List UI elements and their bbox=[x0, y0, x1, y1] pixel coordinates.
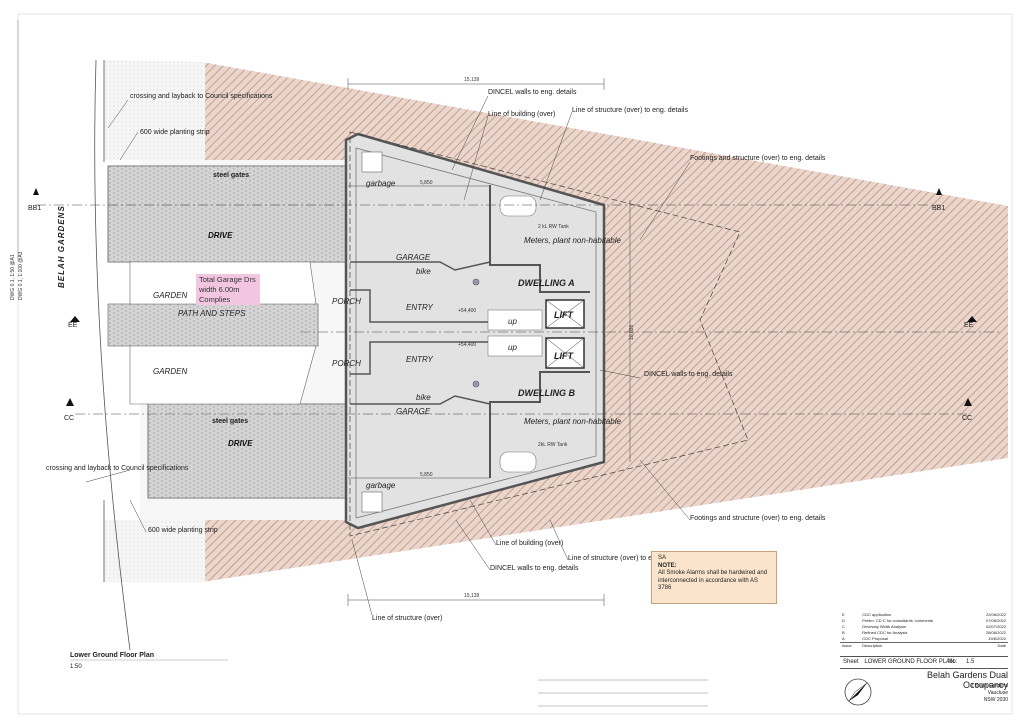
note-planting-top: 600 wide planting strip bbox=[140, 129, 210, 136]
sheet-title: LOWER GROUND FLOOR PLAN bbox=[864, 659, 955, 665]
section-ee-right: EE bbox=[964, 322, 974, 329]
room-meters-b: Meters, plant non-habitable bbox=[524, 417, 622, 426]
note-ref: SA bbox=[658, 555, 667, 561]
room-path: PATH AND STEPS bbox=[178, 309, 246, 318]
dim-side: 10,026 bbox=[629, 324, 635, 340]
note-body: All Smoke Alarms shall be hardwired and … bbox=[658, 570, 768, 591]
room-bike-b: bike bbox=[416, 393, 431, 402]
sheet-no-label: No: bbox=[948, 659, 958, 665]
room-garage-b: GARAGE bbox=[396, 407, 431, 416]
room-meters-a: Meters, plant non-habitable bbox=[524, 236, 622, 245]
room-dwelling-a: DWELLING A bbox=[518, 278, 575, 288]
dim-garbage-bottom: 5,850 bbox=[420, 472, 433, 478]
building bbox=[300, 132, 1000, 530]
note-footings-top: Footings and structure (over) to eng. de… bbox=[690, 155, 826, 162]
note-line-structure-bottom: Line of structure (over) to eng. details bbox=[568, 555, 684, 562]
room-garden-a: GARDEN bbox=[153, 291, 187, 300]
garden-b bbox=[129, 345, 317, 405]
room-garbage-b: garbage bbox=[366, 481, 396, 490]
room-lift-b: LIFT bbox=[554, 351, 574, 361]
section-cc-left: CC bbox=[64, 415, 74, 422]
room-porch-a: PORCH bbox=[332, 297, 361, 306]
drive-a bbox=[107, 165, 349, 263]
note-line-structure-foot: Line of structure (over) bbox=[372, 615, 442, 622]
note-line-structure-top: Line of structure (over) to eng. details bbox=[572, 107, 688, 114]
room-drive-b: DRIVE bbox=[228, 439, 253, 448]
tank-a: 2 kL RW Tank bbox=[538, 224, 569, 230]
room-garden-b: GARDEN bbox=[153, 367, 187, 376]
structure-over-outline bbox=[349, 131, 749, 537]
note-footings-bottom: Footings and structure (over) to eng. de… bbox=[690, 515, 826, 522]
note-line-building-top: Line of building (over) bbox=[488, 111, 555, 118]
room-up-a: up bbox=[508, 317, 517, 326]
sheet-label: Sheet bbox=[843, 659, 859, 665]
note-crossing-bottom: crossing and layback to Council specific… bbox=[46, 465, 189, 472]
margin-label-a: DWG 0.1, 1:50 @A1 bbox=[10, 254, 16, 300]
room-porch-b: PORCH bbox=[332, 359, 361, 368]
note-crossing-top: crossing and layback to Council specific… bbox=[130, 93, 273, 100]
section-ee-left: EE bbox=[68, 322, 78, 329]
section-bb1-right: BB1 bbox=[932, 205, 945, 212]
section-cc-right: CC bbox=[962, 415, 972, 422]
note-heading: NOTE: bbox=[658, 562, 677, 569]
note-dincel-bottom: DINCEL walls to eng. details bbox=[490, 565, 579, 572]
note-dincel-right: DINCEL walls to eng. details bbox=[644, 371, 733, 378]
section-bb1-left: BB1 bbox=[28, 205, 41, 212]
north-arrow-icon bbox=[844, 678, 872, 706]
room-drive-a: DRIVE bbox=[208, 231, 233, 240]
note-dincel-top: DINCEL walls to eng. details bbox=[488, 89, 577, 96]
dim-garbage-top: 5,850 bbox=[420, 180, 433, 186]
sheet-row: Sheet LOWER GROUND FLOOR PLAN No: 1.5 bbox=[840, 656, 1008, 669]
room-up-b: up bbox=[508, 343, 517, 352]
project-address: 2 Belah Gardens Vaucluse NSW 2030 bbox=[883, 683, 1008, 704]
steel-gates-b: steel gates bbox=[212, 418, 248, 425]
room-lift-a: LIFT bbox=[554, 310, 574, 320]
path-steps bbox=[107, 303, 319, 347]
project-name: Belah Gardens Dual Occupancy bbox=[926, 670, 1008, 690]
room-dwelling-b: DWELLING B bbox=[518, 388, 575, 398]
note-line-building-bottom: Line of building (over) bbox=[496, 540, 563, 547]
street-name: BELAH GARDENS bbox=[57, 205, 66, 288]
level-a: +54,400 bbox=[458, 308, 476, 314]
level-b: +54,400 bbox=[458, 342, 476, 348]
leader-lines bbox=[85, 95, 691, 616]
room-bike-a: bike bbox=[416, 267, 431, 276]
room-entry-a: ENTRY bbox=[406, 303, 433, 312]
garage-width-note: Total Garage Drs width 6.00m Complies bbox=[196, 274, 260, 306]
room-garage-a: GARAGE bbox=[396, 253, 431, 262]
tank-b: 2kL RW Tank bbox=[538, 442, 568, 448]
plan-title: Lower Ground Floor Plan bbox=[70, 652, 154, 659]
note-planting-bottom: 600 wide planting strip bbox=[148, 527, 218, 534]
address-line: NSW 2030 bbox=[983, 697, 1008, 703]
dim-top: 15,139 bbox=[464, 77, 480, 83]
steel-gates-a: steel gates bbox=[213, 172, 249, 179]
room-garbage-a: garbage bbox=[366, 179, 396, 188]
address-line: Vaucluse bbox=[987, 690, 1008, 696]
sheet-number: 1.5 bbox=[966, 659, 975, 665]
address-line: 2 Belah Gardens bbox=[970, 683, 1008, 689]
margin-label-b: DWG 0.1, 1:100 @A3 bbox=[18, 251, 24, 300]
plan-scale: 1:50 bbox=[70, 664, 82, 670]
drive-b bbox=[147, 403, 349, 499]
dim-bottom: 15,139 bbox=[464, 593, 480, 599]
smoke-alarm-note: SA NOTE: All Smoke Alarms shall be hardw… bbox=[651, 551, 777, 604]
room-entry-b: ENTRY bbox=[406, 355, 433, 364]
